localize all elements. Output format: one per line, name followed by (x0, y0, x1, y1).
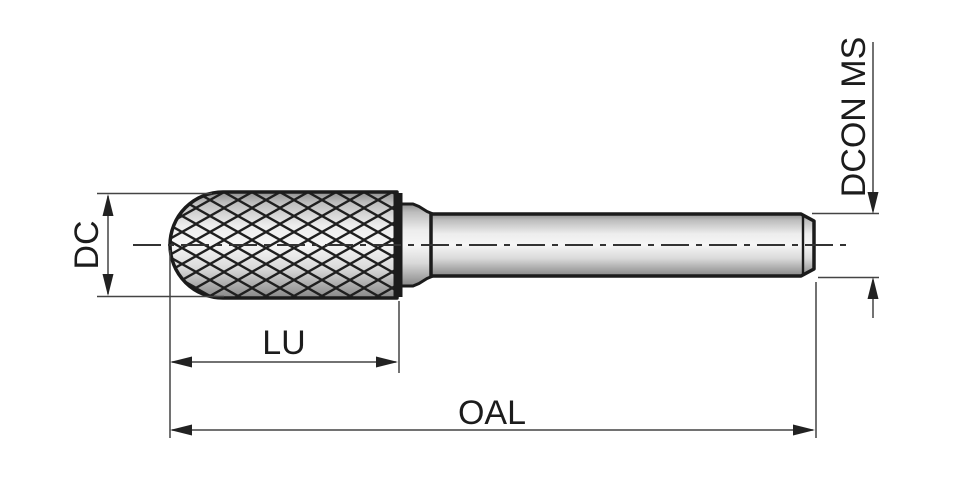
oal-arrow-right (793, 424, 815, 436)
dimension-dcon (812, 42, 879, 318)
lu-label: LU (262, 324, 306, 362)
dcon-arrow-up (867, 277, 879, 299)
lu-arrow-left (170, 356, 192, 368)
dimension-oal (169, 250, 817, 438)
lu-arrow-right (376, 356, 398, 368)
dc-arrow-down (102, 274, 114, 296)
oal-label: OAL (457, 394, 527, 432)
dimension-lu (170, 301, 400, 373)
dcon-ms-label: DCON MS (835, 36, 873, 198)
oal-arrow-left (170, 424, 192, 436)
dc-arrow-up (102, 194, 114, 216)
dc-label: DC (68, 220, 106, 270)
dcon-arrow-down (867, 192, 879, 214)
dimension-dc (97, 192, 224, 298)
